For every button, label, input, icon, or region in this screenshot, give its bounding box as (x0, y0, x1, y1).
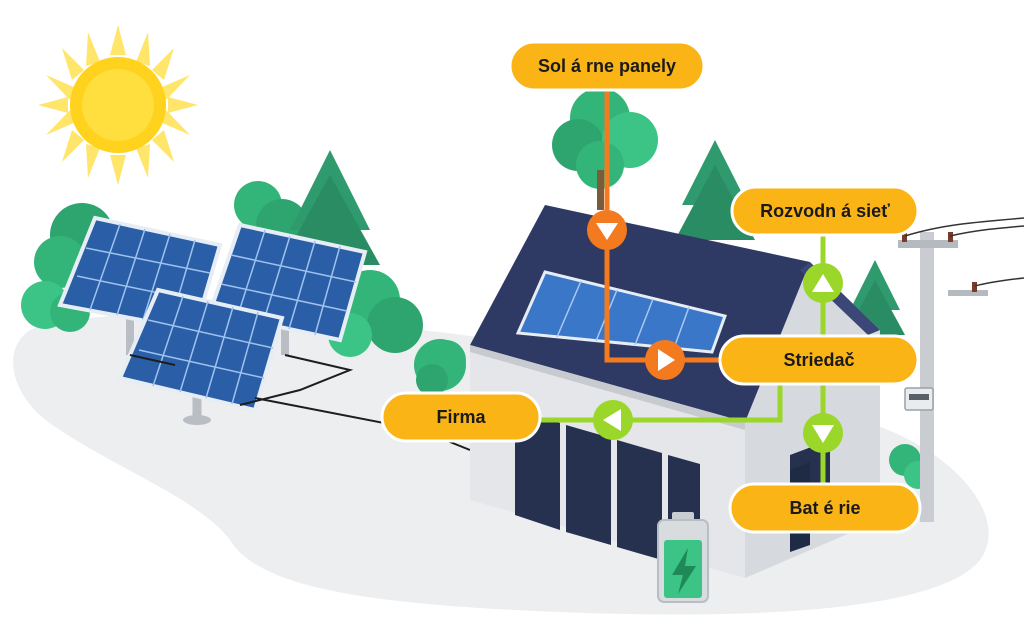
utility-pole-icon (898, 217, 1024, 522)
label-grid: Rozvodn á sieť (730, 185, 920, 237)
label-inverter-text: Striedač (783, 350, 854, 370)
house-windows (515, 410, 700, 570)
arrow-down-icon (803, 413, 843, 453)
label-batteries: Bat é rie (728, 482, 922, 534)
label-solar-panels-text: Sol á rne panely (538, 56, 676, 76)
roof-solar-panels (515, 270, 727, 354)
lightning-bolt-icon (672, 548, 696, 594)
arrow-left-icon (593, 400, 633, 440)
electric-meter-icon (904, 387, 934, 411)
arrow-right-icon (645, 340, 685, 380)
label-batteries-text: Bat é rie (789, 498, 860, 518)
label-company-text: Firma (436, 407, 486, 427)
solar-flow-line (604, 90, 730, 363)
solar-array-front (117, 287, 285, 425)
bush-left-of-house (416, 340, 466, 396)
label-company: Firma (380, 391, 542, 443)
label-inverter: Striedač (718, 334, 920, 386)
arrow-down-icon (587, 210, 627, 250)
label-grid-text: Rozvodn á sieť (760, 201, 890, 221)
tree-behind-house (552, 88, 658, 210)
arrow-up-icon (803, 263, 843, 303)
sun-icon (38, 25, 198, 185)
label-solar-panels: Sol á rne panely (508, 40, 706, 92)
battery-icon (657, 512, 709, 603)
